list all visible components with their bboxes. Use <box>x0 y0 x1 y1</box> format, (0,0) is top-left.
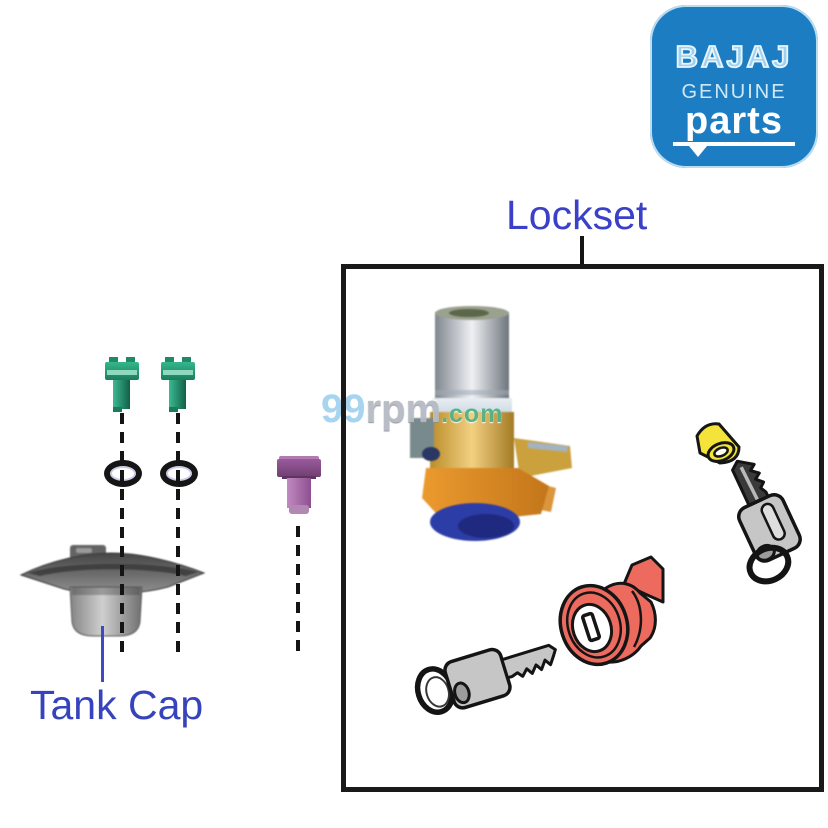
lock-gold-body <box>430 412 514 470</box>
key-hole <box>453 681 471 705</box>
tank-cap-label: Tank Cap <box>30 682 204 728</box>
genuine-text: GENUINE <box>681 81 787 103</box>
assembly-dash-line-1 <box>120 413 124 659</box>
watermark-com: .com <box>441 400 504 428</box>
down-arrow-icon <box>689 146 707 157</box>
purple-screw-image <box>277 456 321 514</box>
yellow-grommet-image <box>695 422 741 465</box>
lock-lever <box>622 555 665 604</box>
green-screw-2-image <box>161 357 195 412</box>
bajaj-brand-text: BAJAJ <box>675 39 793 74</box>
key-left-image <box>414 643 557 715</box>
key-ring <box>746 544 792 585</box>
key-blade <box>500 643 557 680</box>
lock-cylinder <box>435 312 509 400</box>
parts-underline <box>673 142 795 157</box>
lockset-label: Lockset <box>506 192 648 238</box>
watermark-rpm: rpm <box>365 387 442 431</box>
keyhole-icon <box>580 611 602 643</box>
key-right-image <box>731 459 802 585</box>
lockset-box-frame <box>341 264 824 792</box>
parts-text: parts <box>685 100 783 142</box>
tank-cap-body <box>69 586 143 637</box>
tank-cap-image <box>19 545 206 637</box>
seat-lock-image <box>558 555 665 667</box>
bajaj-genuine-parts-badge: BAJAJ GENUINE parts <box>650 5 818 168</box>
assembly-dash-line-2 <box>176 413 180 659</box>
assembly-dash-line-3 <box>296 526 300 658</box>
tank-cap-pointer-line <box>101 626 104 682</box>
ignition-lock-image <box>410 306 572 541</box>
green-screw-1-image <box>105 357 139 412</box>
lockset-pointer-line <box>580 236 584 266</box>
